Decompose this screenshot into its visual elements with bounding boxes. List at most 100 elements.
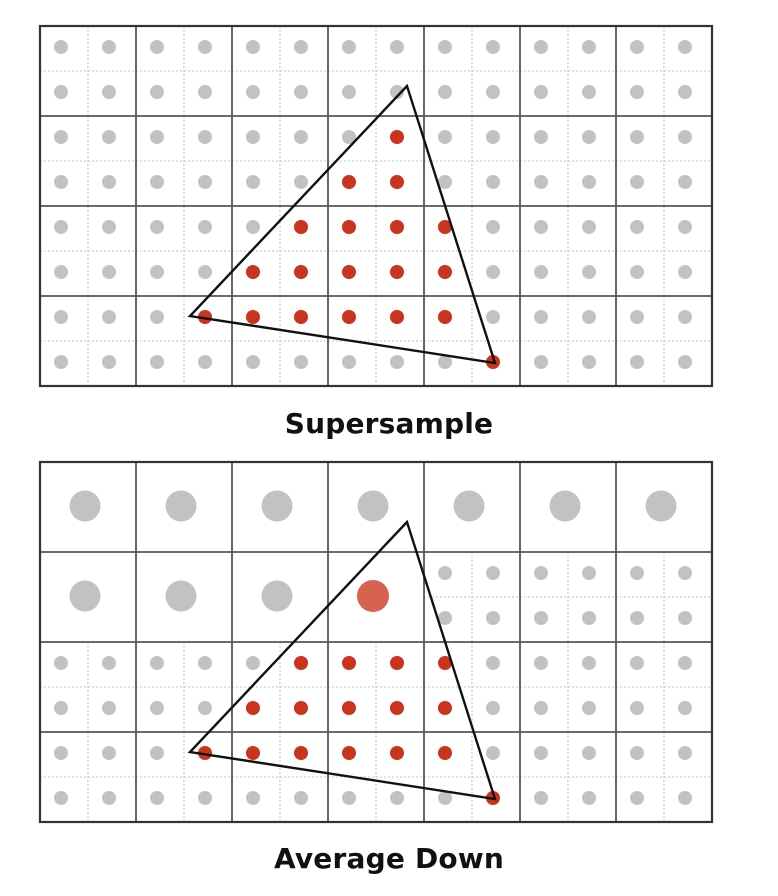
uncovered-sample [534, 220, 548, 234]
covered-sample [198, 746, 212, 760]
uncovered-sample [246, 175, 260, 189]
covered-sample [294, 701, 308, 715]
uncovered-sample [534, 40, 548, 54]
uncovered-sample [150, 656, 164, 670]
uncovered-sample [342, 130, 356, 144]
uncovered-sample [486, 40, 500, 54]
uncovered-sample [678, 130, 692, 144]
uncovered-sample [198, 40, 212, 54]
uncovered-sample [54, 130, 68, 144]
uncovered-sample [390, 355, 404, 369]
uncovered-sample [102, 310, 116, 324]
covered-sample [390, 656, 404, 670]
uncovered-sample [486, 701, 500, 715]
covered-sample [438, 656, 452, 670]
uncovered-sample [534, 656, 548, 670]
uncovered-sample [678, 791, 692, 805]
covered-sample [294, 265, 308, 279]
uncovered-sample [678, 701, 692, 715]
uncovered-sample [102, 656, 116, 670]
averaged-covered-pixel [357, 580, 389, 612]
uncovered-sample [102, 701, 116, 715]
covered-sample [342, 175, 356, 189]
uncovered-sample [486, 566, 500, 580]
uncovered-sample [534, 175, 548, 189]
uncovered-sample [582, 566, 596, 580]
averaged-pixel [165, 580, 197, 612]
uncovered-sample [630, 791, 644, 805]
covered-sample [438, 310, 452, 324]
uncovered-sample [630, 130, 644, 144]
uncovered-sample [534, 85, 548, 99]
covered-sample [246, 746, 260, 760]
uncovered-sample [102, 40, 116, 54]
uncovered-sample [678, 310, 692, 324]
covered-sample [342, 265, 356, 279]
uncovered-sample [102, 220, 116, 234]
uncovered-sample [294, 85, 308, 99]
averaged-pixel [549, 490, 581, 522]
uncovered-sample [630, 220, 644, 234]
uncovered-sample [630, 656, 644, 670]
uncovered-sample [582, 220, 596, 234]
uncovered-sample [534, 701, 548, 715]
covered-sample [438, 746, 452, 760]
uncovered-sample [630, 701, 644, 715]
covered-sample [342, 746, 356, 760]
uncovered-sample [486, 175, 500, 189]
uncovered-sample [150, 310, 164, 324]
uncovered-sample [342, 791, 356, 805]
averaged-pixel [453, 490, 485, 522]
uncovered-sample [54, 656, 68, 670]
covered-sample [294, 746, 308, 760]
uncovered-sample [630, 85, 644, 99]
uncovered-sample [102, 130, 116, 144]
uncovered-sample [198, 85, 212, 99]
uncovered-sample [150, 85, 164, 99]
uncovered-sample [102, 746, 116, 760]
uncovered-sample [678, 85, 692, 99]
uncovered-sample [534, 130, 548, 144]
uncovered-sample [534, 566, 548, 580]
uncovered-sample [150, 701, 164, 715]
panel-border [38, 460, 714, 824]
averaged-pixel [69, 580, 101, 612]
covered-sample [438, 265, 452, 279]
uncovered-sample [246, 656, 260, 670]
uncovered-sample [630, 175, 644, 189]
covered-sample [390, 175, 404, 189]
covered-sample [342, 220, 356, 234]
uncovered-sample [582, 791, 596, 805]
covered-sample [294, 656, 308, 670]
uncovered-sample [150, 746, 164, 760]
uncovered-sample [582, 746, 596, 760]
uncovered-sample [486, 611, 500, 625]
average-down-panel [38, 460, 714, 824]
uncovered-sample [486, 265, 500, 279]
uncovered-sample [198, 220, 212, 234]
uncovered-sample [582, 85, 596, 99]
averaged-pixel [645, 490, 677, 522]
uncovered-sample [630, 265, 644, 279]
uncovered-sample [582, 265, 596, 279]
uncovered-sample [582, 656, 596, 670]
averaged-pixel [261, 490, 293, 522]
uncovered-sample [678, 220, 692, 234]
uncovered-sample [486, 220, 500, 234]
uncovered-sample [630, 310, 644, 324]
averaged-pixel [165, 490, 197, 522]
uncovered-sample [534, 791, 548, 805]
uncovered-sample [438, 175, 452, 189]
uncovered-sample [438, 791, 452, 805]
uncovered-sample [582, 175, 596, 189]
uncovered-sample [54, 791, 68, 805]
uncovered-sample [678, 611, 692, 625]
uncovered-sample [582, 611, 596, 625]
uncovered-sample [54, 746, 68, 760]
averaged-pixel [261, 580, 293, 612]
uncovered-sample [54, 40, 68, 54]
uncovered-sample [54, 355, 68, 369]
uncovered-sample [582, 701, 596, 715]
covered-sample [342, 701, 356, 715]
